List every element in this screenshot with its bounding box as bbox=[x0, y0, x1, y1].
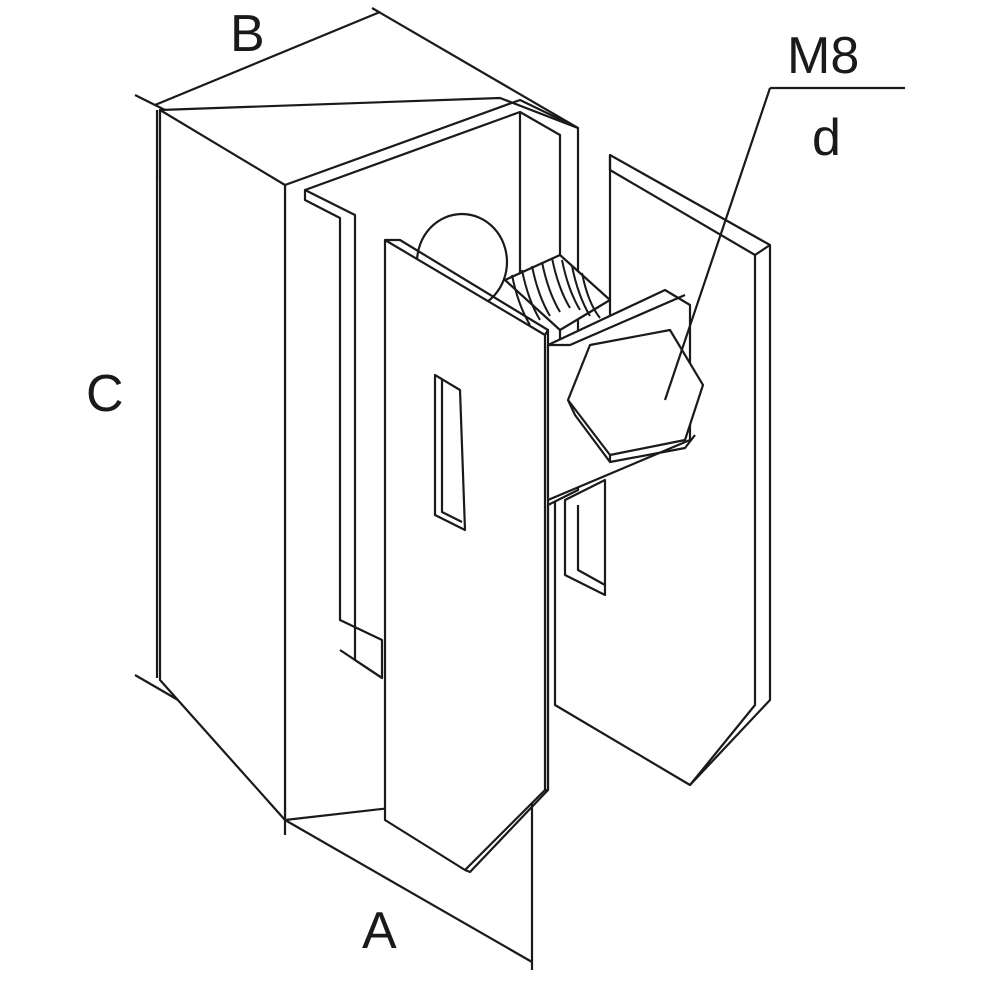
dimension-a-label: A bbox=[362, 902, 397, 960]
hex-bolt-head bbox=[566, 328, 705, 464]
front-plate bbox=[383, 238, 550, 874]
dimension-c-label: C bbox=[86, 365, 124, 423]
dimension-b-label: B bbox=[230, 5, 265, 63]
threaded-rod bbox=[503, 253, 612, 332]
thread-size-label: M8 bbox=[787, 27, 860, 85]
leader-line bbox=[663, 86, 905, 401]
diameter-label: d bbox=[812, 109, 841, 167]
